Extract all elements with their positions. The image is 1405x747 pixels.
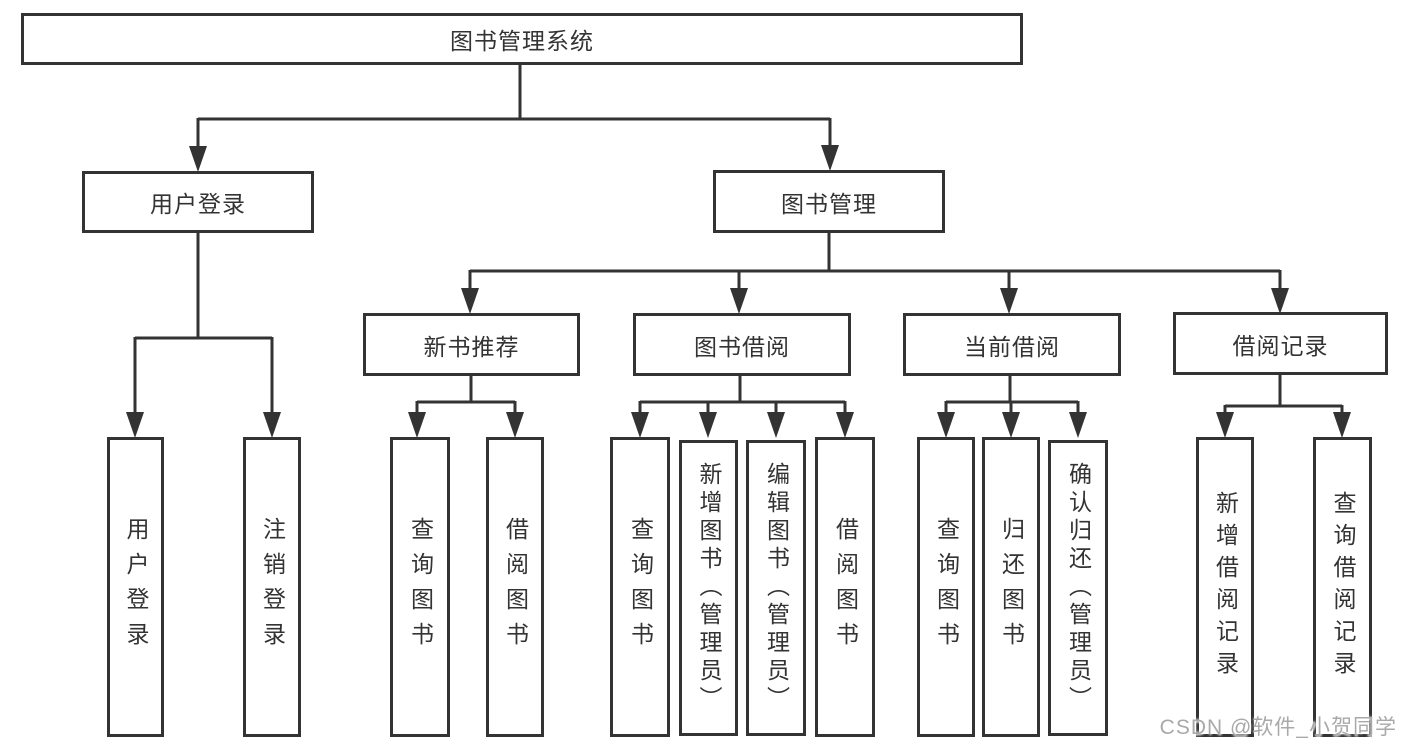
node-borrowing-records: 借阅记录 xyxy=(1173,312,1388,375)
leaf-logout-label: 注销登录 xyxy=(259,517,286,657)
leaf-records-query-record-label: 查询借阅记录 xyxy=(1330,491,1356,683)
node-new-book-recommend-label: 新书推荐 xyxy=(423,333,520,360)
leaf-borrowing-add-books-admin-label: 新增图书（管理员） xyxy=(696,462,722,714)
leaf-records-add-record-label: 新增借阅记录 xyxy=(1212,491,1239,683)
node-user-login: 用户登录 xyxy=(82,171,314,233)
node-book-management: 图书管理 xyxy=(713,170,945,233)
node-book-management-label: 图书管理 xyxy=(781,190,877,217)
node-user-login-label: 用户登录 xyxy=(150,191,246,217)
node-book-borrowing: 图书借阅 xyxy=(633,313,851,376)
node-borrowing-records-label: 借阅记录 xyxy=(1232,332,1329,359)
leaf-logout: 注销登录 xyxy=(243,437,301,737)
leaf-borrowing-query-books-label: 查询图书 xyxy=(627,517,654,657)
leaf-borrowing-borrow-books: 借阅图书 xyxy=(815,437,875,737)
leaf-recommend-borrow-books: 借阅图书 xyxy=(486,437,544,737)
leaf-current-return-books-label: 归还图书 xyxy=(998,517,1025,657)
leaf-records-add-record: 新增借阅记录 xyxy=(1196,437,1254,737)
node-current-borrowing: 当前借阅 xyxy=(903,313,1121,376)
leaf-borrowing-edit-books-admin: 编辑图书（管理员） xyxy=(746,440,806,736)
leaf-borrowing-edit-books-admin-label: 编辑图书（管理员） xyxy=(763,462,790,714)
leaf-borrowing-borrow-books-label: 借阅图书 xyxy=(832,517,859,657)
leaf-records-query-record: 查询借阅记录 xyxy=(1313,437,1372,737)
node-new-book-recommend: 新书推荐 xyxy=(363,313,580,376)
leaf-current-query-books: 查询图书 xyxy=(917,437,975,737)
leaf-borrowing-query-books: 查询图书 xyxy=(610,437,670,737)
node-root-system: 图书管理系统 xyxy=(21,13,1023,65)
leaf-borrowing-add-books-admin: 新增图书（管理员） xyxy=(679,440,738,736)
node-book-borrowing-label: 图书借阅 xyxy=(694,333,790,360)
leaf-recommend-query-books-label: 查询图书 xyxy=(407,517,434,657)
leaf-current-query-books-label: 查询图书 xyxy=(933,517,960,657)
leaf-recommend-query-books: 查询图书 xyxy=(390,437,450,737)
leaf-current-confirm-return-admin-label: 确认归还（管理员） xyxy=(1065,462,1092,714)
node-root-system-label: 图书管理系统 xyxy=(450,28,594,54)
node-current-borrowing-label: 当前借阅 xyxy=(964,333,1060,360)
watermark: CSDN @软件_小贺同学 xyxy=(1159,716,1397,739)
leaf-user-login: 用户登录 xyxy=(107,437,164,737)
leaf-current-return-books: 归还图书 xyxy=(982,437,1040,737)
leaf-user-login-label: 用户登录 xyxy=(123,517,149,657)
leaf-recommend-borrow-books-label: 借阅图书 xyxy=(502,517,529,657)
leaf-current-confirm-return-admin: 确认归还（管理员） xyxy=(1048,440,1108,736)
